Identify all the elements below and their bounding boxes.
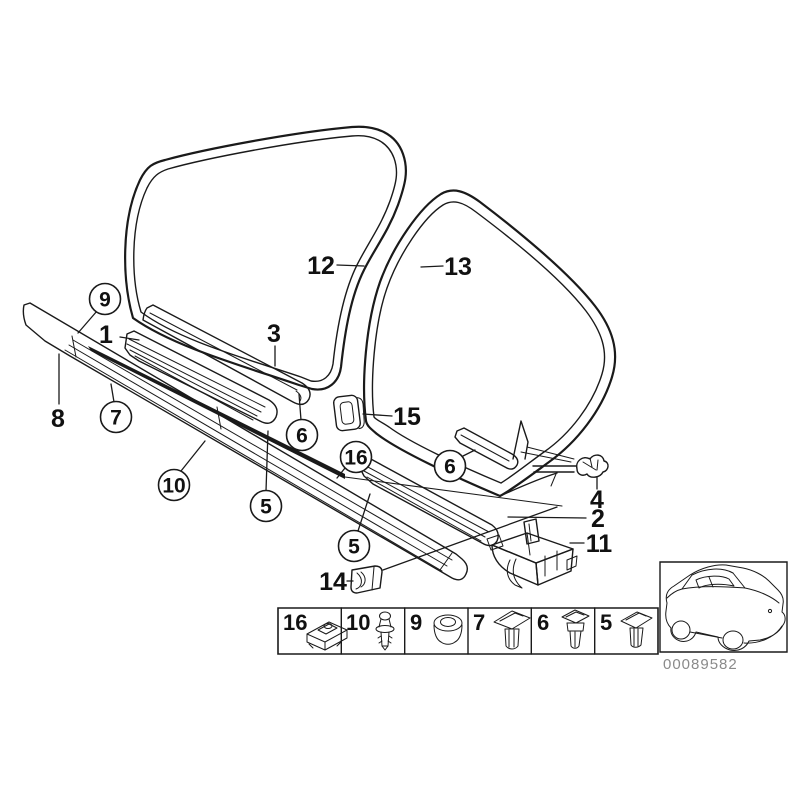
- svg-text:10: 10: [162, 475, 185, 498]
- svg-text:16: 16: [344, 447, 367, 470]
- end-piece-part4: [577, 455, 608, 477]
- legend-cell-16[interactable]: 16: [283, 610, 347, 650]
- svg-text:5: 5: [600, 610, 612, 635]
- seal-end-spike: [513, 421, 528, 459]
- svg-text:7: 7: [110, 407, 122, 430]
- trim-clip-narrow-icon: [621, 612, 652, 647]
- expansion-rivet-icon: [376, 612, 394, 650]
- callout-label-14[interactable]: 14: [319, 568, 347, 596]
- callout-balloon-6-rear[interactable]: 6: [435, 451, 466, 482]
- svg-text:9: 9: [410, 610, 422, 635]
- callout-label-11[interactable]: 11: [586, 530, 613, 558]
- callout-label-12[interactable]: 12: [307, 252, 335, 280]
- legend-strip: 16 10 9: [278, 608, 658, 654]
- callout-label-1[interactable]: 1: [99, 321, 113, 349]
- svg-text:10: 10: [346, 610, 370, 635]
- trim-clip-wide-icon: [494, 611, 530, 649]
- sill-shadow-edge: [88, 346, 345, 479]
- legend-cell-9[interactable]: 9: [410, 610, 462, 644]
- callouts-plain: 1 8 3 12 13 15 4 2 11 14: [51, 252, 612, 596]
- sill-strip-rear-door-part2: [360, 458, 498, 546]
- front-door-seal-part12: [125, 127, 406, 390]
- svg-text:16: 16: [283, 610, 307, 635]
- svg-text:6: 6: [444, 456, 456, 479]
- plug-part15: [333, 394, 366, 431]
- sill-strip-front-door-part1: [125, 331, 277, 423]
- trim-clip-square-icon: [562, 610, 589, 648]
- svg-text:6: 6: [296, 425, 308, 448]
- entrance-strip-rear-part6: [455, 428, 518, 469]
- legend-cell-5[interactable]: 5: [600, 610, 652, 647]
- car-silhouette-icon: [666, 565, 785, 651]
- svg-text:5: 5: [260, 496, 272, 519]
- callout-label-2[interactable]: 2: [591, 505, 605, 533]
- svg-text:9: 9: [99, 289, 111, 312]
- bracket-part11: [487, 519, 577, 588]
- callout-balloon-7[interactable]: 7: [101, 402, 132, 433]
- svg-text:6: 6: [537, 610, 549, 635]
- callout-label-4[interactable]: 4: [590, 486, 604, 514]
- callout-label-3[interactable]: 3: [267, 320, 281, 348]
- leader-lines: [59, 265, 597, 581]
- callout-balloon-10[interactable]: 10: [159, 470, 190, 501]
- entrance-strip-front-part3: [143, 305, 310, 404]
- grommet-icon: [434, 615, 462, 644]
- image-number: 00089582: [663, 656, 738, 673]
- clip-part14: [351, 566, 382, 593]
- bracket-clip-icon: [307, 622, 347, 650]
- seal-tail: [500, 447, 576, 496]
- callout-balloon-5-front[interactable]: 5: [251, 491, 282, 522]
- callout-label-8[interactable]: 8: [51, 405, 65, 433]
- callout-label-15[interactable]: 15: [393, 403, 421, 431]
- car-thumbnail: [660, 562, 787, 652]
- callouts-circled: 9 7 10 5 6 16 6 5: [90, 284, 466, 562]
- legend-cell-6[interactable]: 6: [537, 610, 589, 648]
- sill-cover-strip-part8: [23, 303, 562, 580]
- svg-text:7: 7: [473, 610, 485, 635]
- callout-balloon-9[interactable]: 9: [90, 284, 121, 315]
- callout-balloon-6-front[interactable]: 6: [287, 420, 318, 451]
- legend-cell-10[interactable]: 10: [346, 610, 394, 650]
- callout-balloon-16[interactable]: 16: [341, 442, 372, 473]
- legend-cell-7[interactable]: 7: [473, 610, 530, 649]
- callout-balloon-5-rear[interactable]: 5: [339, 531, 370, 562]
- svg-text:5: 5: [348, 536, 360, 559]
- callout-label-13[interactable]: 13: [444, 253, 472, 281]
